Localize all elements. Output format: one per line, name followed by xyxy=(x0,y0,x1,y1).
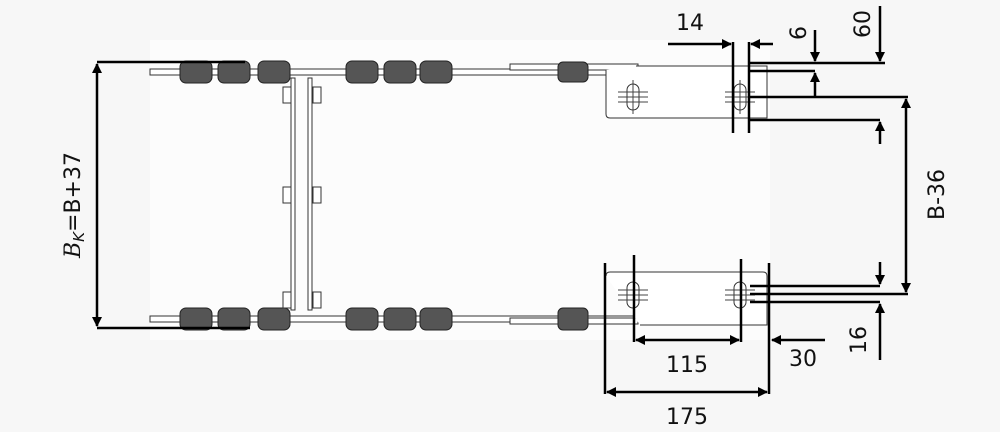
dimension-115: 115 xyxy=(632,255,743,378)
chain-top xyxy=(149,60,641,84)
bolt-icon xyxy=(282,86,292,104)
dimension-175: 175 xyxy=(603,263,771,430)
bolt-icon xyxy=(282,186,292,204)
dimension-30: 30 xyxy=(771,335,825,372)
dimension-b-36: B-36 xyxy=(901,98,950,293)
svg-text:6: 6 xyxy=(787,26,812,40)
dimension-14: 14 xyxy=(668,11,773,133)
bolt-icon xyxy=(312,86,322,104)
bolt-icon xyxy=(312,291,322,309)
svg-text:B-36: B-36 xyxy=(925,169,950,220)
chain-link xyxy=(179,307,213,331)
chain-link xyxy=(383,307,417,331)
dimension-6-60: 6 60 xyxy=(750,6,908,144)
chain-link xyxy=(383,60,417,84)
bk-label: BK=B+37 xyxy=(61,152,88,259)
crossbar xyxy=(282,77,322,311)
chain-link xyxy=(179,60,213,84)
chain-link xyxy=(419,60,453,84)
chain-link xyxy=(217,60,251,84)
chain-link xyxy=(257,60,291,84)
svg-text:14: 14 xyxy=(676,11,704,36)
svg-text:60: 60 xyxy=(851,10,876,38)
mounting-bracket-top xyxy=(509,61,768,119)
chain-link xyxy=(419,307,453,331)
chain-bottom xyxy=(149,307,641,331)
chain-link xyxy=(345,60,379,84)
chain-link xyxy=(345,307,379,331)
svg-text:30: 30 xyxy=(789,347,817,372)
bolt-icon xyxy=(312,186,322,204)
chain-link xyxy=(217,307,251,331)
bolt-icon xyxy=(282,291,292,309)
chain-link xyxy=(257,307,291,331)
dimension-16: 16 xyxy=(750,262,908,360)
svg-text:16: 16 xyxy=(847,326,872,354)
svg-text:115: 115 xyxy=(666,353,708,378)
svg-text:175: 175 xyxy=(666,405,708,430)
dimension-bk: BK=B+37 xyxy=(61,60,250,330)
